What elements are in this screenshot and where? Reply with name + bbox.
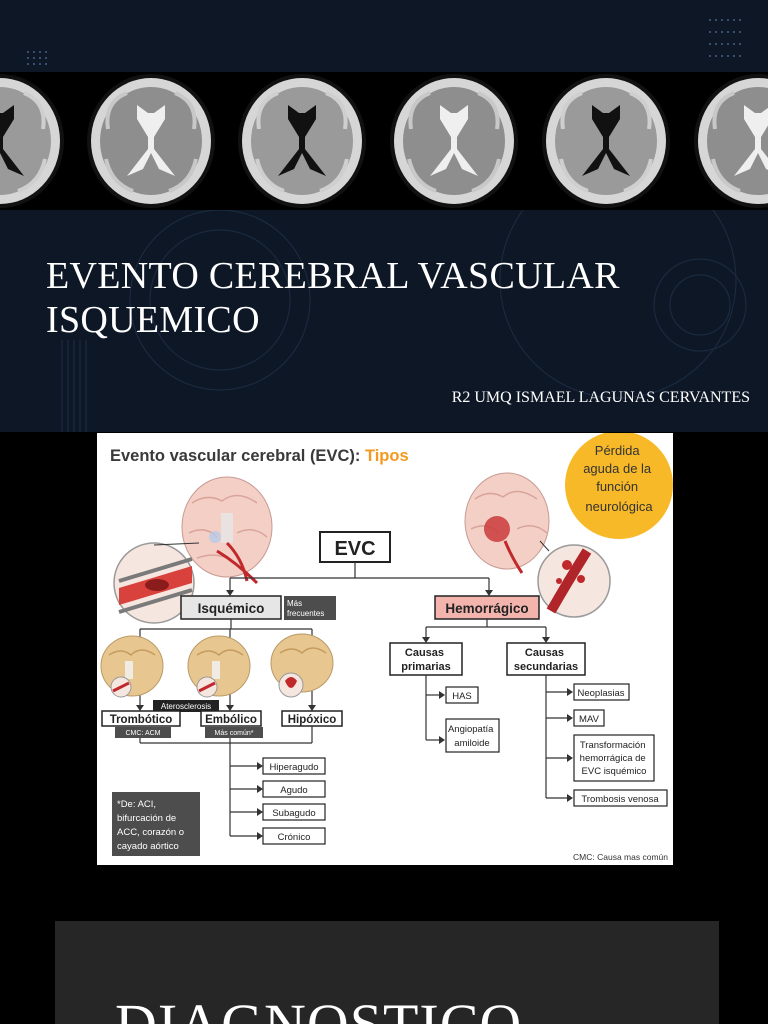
embolic-box: Embólico	[200, 710, 262, 727]
svg-text:Pérdida aguda de la: Pérdida aguda de la función neurológica	[583, 443, 655, 514]
acute-loss-callout: Pérdida aguda de la función neurológica	[565, 433, 673, 539]
stage-hyperacute: Hiperagudo	[262, 757, 326, 775]
primary-item-amyloid-angiopathy: Angiopatía amiloide	[445, 718, 500, 753]
embolic-cause-tag: Más común*	[205, 727, 263, 738]
svg-text:Embólico: Embólico	[205, 714, 257, 726]
primary-causes-box: Causas primarias	[389, 642, 463, 676]
secondary-item-venous-thrombosis: Trombosis venosa	[573, 789, 668, 807]
svg-text:Causas secundarias: Causas secundarias	[514, 647, 578, 673]
svg-text:*De: ACI, bifurcación: *De: ACI, bifurcación de ACC, corazón o …	[117, 799, 187, 852]
svg-text:Más frecuentes: Más frecuentes	[287, 599, 324, 618]
svg-text:CMC: ACM: CMC: ACM	[126, 730, 161, 737]
thrombotic-brain-illustration	[100, 635, 164, 698]
hypoxic-brain-illustration	[270, 633, 334, 698]
ischemic-box: Isquémico	[180, 595, 282, 620]
vessel-rupture-illustration	[537, 544, 611, 618]
svg-text:HAS: HAS	[452, 691, 472, 702]
svg-text:Transformación hemorrá: Transformación hemorrágica de EVC isquém…	[580, 740, 649, 777]
infographic-heading: Evento vascular cerebral (EVC): Tipos	[110, 447, 409, 465]
thrombotic-box: Trombótico	[101, 710, 181, 727]
svg-text:Neoplasias: Neoplasias	[578, 688, 625, 699]
embolic-brain-illustration	[187, 635, 251, 698]
svg-text:Crónico: Crónico	[278, 832, 311, 843]
secondary-item-hemorrhagic-transformation: Transformación hemorrágica de EVC isquém…	[573, 734, 655, 782]
ischemic-brain-illustration	[181, 476, 273, 585]
most-frequent-tag: Más frecuentes	[284, 596, 336, 620]
mri-image-strip	[0, 72, 768, 210]
hemorrhagic-box: Hemorrágico	[434, 595, 540, 620]
decorative-background	[27, 19, 747, 432]
title-slide: EVENTO CEREBRAL VASCULAR ISQUEMICO R2 UM…	[0, 0, 768, 432]
slide-title: EVENTO CEREBRAL VASCULAR ISQUEMICO	[46, 255, 620, 341]
stage-subacute: Subagudo	[262, 803, 326, 821]
svg-text:Trombosis venosa: Trombosis venosa	[581, 794, 659, 805]
svg-text:Trombótico: Trombótico	[110, 714, 173, 726]
atherosclerosis-tag: Aterosclerosis	[153, 700, 219, 712]
evc-types-infographic: Evento vascular cerebral (EVC): Tipos Pé…	[97, 433, 673, 865]
svg-text:EVC: EVC	[334, 538, 375, 560]
svg-text:Agudo: Agudo	[280, 785, 307, 796]
svg-text:Subagudo: Subagudo	[272, 808, 315, 819]
cmc-legend: CMC: Causa mas común	[573, 852, 668, 862]
hemorrhagic-brain-illustration	[464, 472, 550, 574]
secondary-causes-box: Causas secundarias	[506, 642, 586, 676]
embolic-footnote: *De: ACI, bifurcación de ACC, corazón o …	[112, 792, 200, 856]
svg-text:Angiopatía amiloide: Angiopatía amiloide	[448, 724, 496, 749]
diagnosis-slide: DIAGNOSTICO	[55, 921, 719, 1024]
stage-chronic: Crónico	[262, 827, 326, 845]
svg-text:Más común*: Más común*	[215, 730, 254, 737]
thrombotic-cause-tag: CMC: ACM	[115, 727, 171, 738]
svg-text:Aterosclerosis: Aterosclerosis	[161, 702, 211, 711]
svg-text:Hipóxico: Hipóxico	[288, 714, 337, 726]
secondary-item-neoplasms: Neoplasias	[573, 683, 630, 701]
svg-text:Isquémico: Isquémico	[198, 601, 265, 616]
primary-item-has: HAS	[445, 686, 479, 704]
diagnosis-title: DIAGNOSTICO	[115, 993, 522, 1024]
slide-author: R2 UMQ ISMAEL LAGUNAS CERVANTES	[451, 389, 750, 406]
artery-clot-illustration	[113, 542, 195, 624]
svg-text:MAV: MAV	[579, 714, 600, 725]
hypoxic-box: Hipóxico	[281, 710, 343, 727]
svg-text:Causas primarias: Causas primarias	[401, 647, 451, 673]
svg-text:Hiperagudo: Hiperagudo	[269, 762, 318, 773]
secondary-item-avm: MAV	[573, 709, 605, 727]
svg-text:Hemorrágico: Hemorrágico	[445, 601, 528, 616]
stage-acute: Agudo	[262, 780, 326, 798]
evc-root-box: EVC	[319, 531, 391, 563]
